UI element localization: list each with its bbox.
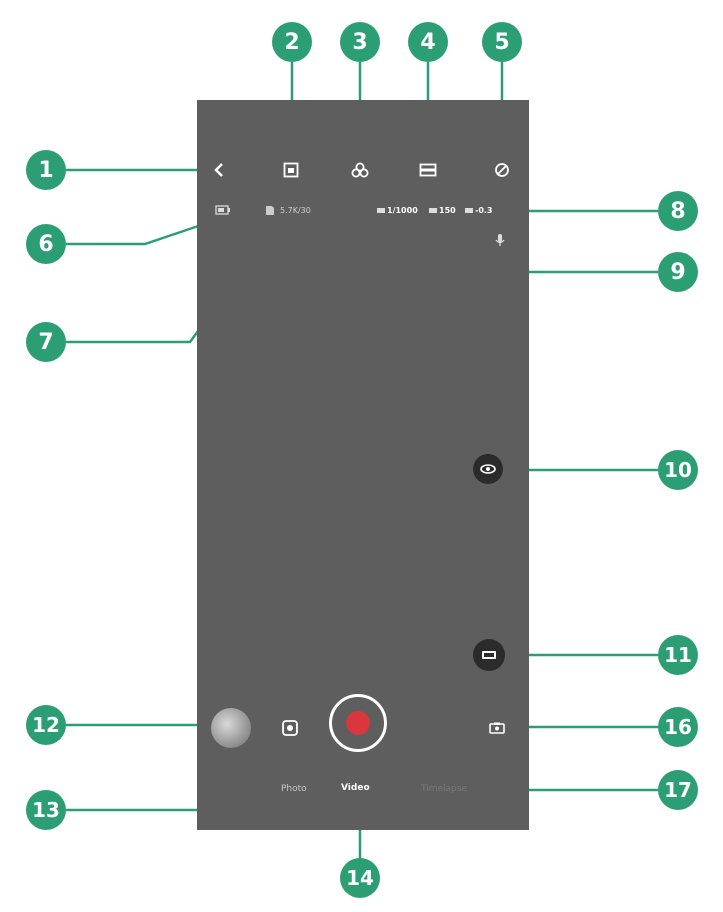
aspect-ratio-icon[interactable] <box>419 161 437 179</box>
iso-text: 150 <box>439 206 456 215</box>
badge-4: 4 <box>408 22 448 62</box>
badge-10: 10 <box>658 450 698 490</box>
badge-7: 7 <box>26 322 66 362</box>
gallery-thumbnail[interactable] <box>211 708 251 748</box>
camera-viewfinder[interactable]: 5.7K/30 1/1000 150 -0.3 Photo Video Time… <box>197 100 529 830</box>
back-icon[interactable] <box>211 162 227 178</box>
badge-9: 9 <box>658 252 698 292</box>
badge-16: 16 <box>658 707 698 747</box>
view-mode-icon[interactable] <box>473 454 503 484</box>
badge-17: 17 <box>658 770 698 810</box>
badge-12: 12 <box>26 705 66 745</box>
microphone-icon[interactable] <box>493 232 507 248</box>
badge-14: 14 <box>340 858 380 898</box>
ev-text: -0.3 <box>475 206 493 215</box>
sd-card-icon <box>264 204 276 216</box>
badge-2: 2 <box>272 22 312 62</box>
badge-13: 13 <box>26 790 66 830</box>
shutter-indicator-icon <box>377 208 385 213</box>
selfie-toggle-icon[interactable] <box>279 717 301 739</box>
ev-indicator-icon <box>465 208 473 213</box>
iso-indicator-icon <box>429 208 437 213</box>
badge-1: 1 <box>26 150 66 190</box>
lens-guard-icon[interactable] <box>473 639 505 671</box>
filter-icon[interactable] <box>351 161 369 179</box>
badge-11: 11 <box>658 635 698 675</box>
camera-switch-icon[interactable] <box>487 718 507 738</box>
preview-box-icon[interactable] <box>282 161 300 179</box>
resolution-text: 5.7K/30 <box>280 206 311 215</box>
mode-photo[interactable]: Photo <box>281 784 307 794</box>
stabilization-icon[interactable] <box>493 161 511 179</box>
shutter-speed-text: 1/1000 <box>387 206 418 215</box>
battery-icon <box>215 204 231 216</box>
mode-timelapse[interactable]: Timelapse <box>421 784 467 794</box>
badge-6: 6 <box>26 224 66 264</box>
record-shutter-button[interactable] <box>329 694 387 752</box>
record-dot-icon <box>346 711 370 735</box>
badge-8: 8 <box>658 191 698 231</box>
badge-3: 3 <box>340 22 380 62</box>
badge-5: 5 <box>482 22 522 62</box>
mode-video[interactable]: Video <box>341 783 370 793</box>
